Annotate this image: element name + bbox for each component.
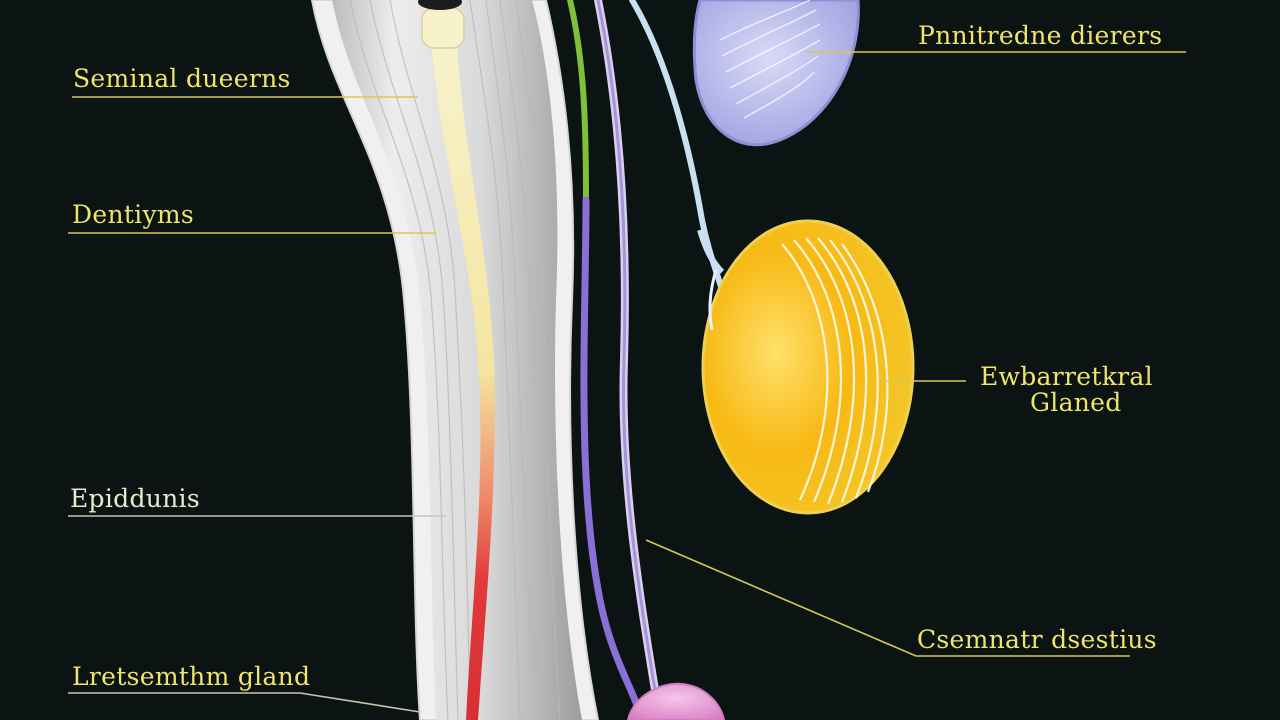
blue-gland [692, 0, 860, 147]
vessels [567, 0, 725, 720]
pink-gland [626, 682, 726, 720]
label-seminal-ducts: Seminal dueerns [73, 64, 291, 93]
label-bottom-left: Lretsemthm gland [72, 662, 311, 691]
label-gland: Ewbarretkral Glaned [980, 362, 1210, 418]
label-epididymis: Epiddunis [70, 484, 200, 513]
label-gland-line1: Ewbarretkral [980, 362, 1153, 391]
spermatic-cord [310, 0, 600, 720]
yellow-gland [697, 219, 915, 515]
leader-lines [68, 51, 1186, 713]
label-bottom-right: Csemnatr dsestius [917, 625, 1157, 654]
label-top-right: Pnnitredne dierers [918, 21, 1163, 50]
label-left-middle: Dentiyms [72, 200, 195, 229]
label-gland-line2: Glaned [1030, 388, 1122, 418]
